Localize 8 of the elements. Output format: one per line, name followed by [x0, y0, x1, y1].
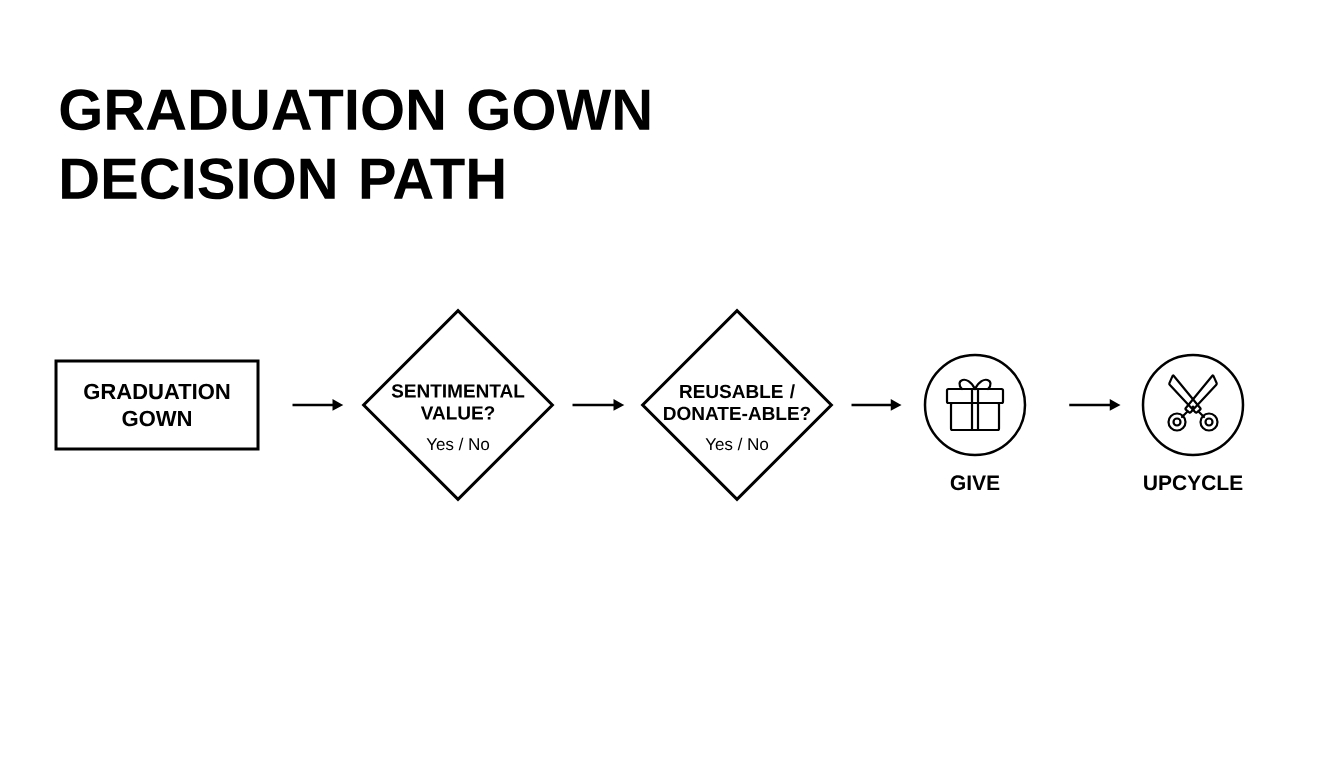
title: GRADUATION GOWN DECISION PATH [60, 89, 650, 200]
step-label: UPCYCLE [1144, 475, 1243, 491]
process-box: GRADUATION GOWN [54, 359, 260, 451]
step-label: GIVE [950, 475, 1000, 491]
question-text: REUSABLE / DONATE-ABLE? [664, 384, 811, 421]
question-text: SENTIMENTAL VALUE? [391, 384, 525, 420]
answer-text: Yes / No [705, 437, 769, 451]
answer-text: Yes / No [426, 437, 490, 451]
